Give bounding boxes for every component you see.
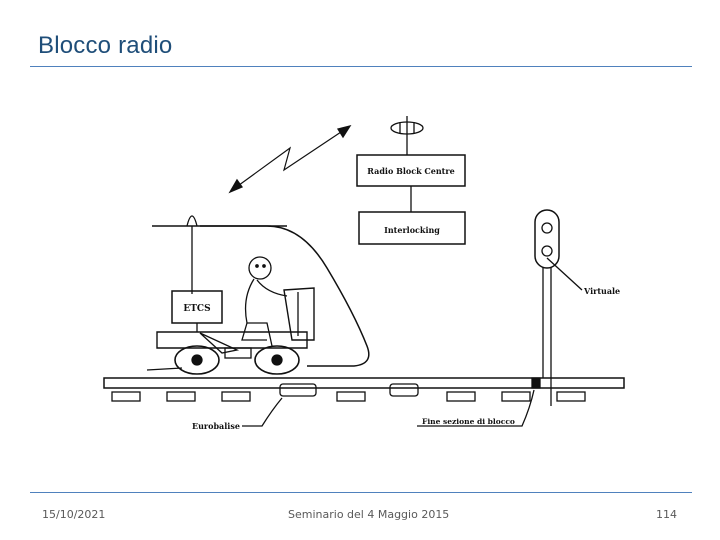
interlocking-box: Interlocking <box>358 211 466 245</box>
control-desk <box>283 287 315 341</box>
rbc-box: Radio Block Centre <box>356 154 466 187</box>
fine-sezione-label: Fine sezione di blocco <box>422 417 515 426</box>
etcs-box: ETCS <box>171 290 223 324</box>
rbc-antenna-icon <box>390 116 424 155</box>
footer-date: 15/10/2021 <box>42 508 106 521</box>
title-divider <box>30 66 692 67</box>
interlocking-label: Interlocking <box>384 225 440 235</box>
footer-divider <box>30 492 692 493</box>
slide-title: Blocco radio <box>38 32 173 59</box>
footer-center-text: Seminario del 4 Maggio 2015 <box>288 508 450 521</box>
pantograph-icon <box>152 215 287 294</box>
cab-outline <box>200 225 370 367</box>
rbc-label: Radio Block Centre <box>367 166 454 176</box>
virtuale-label: Virtuale <box>583 286 620 296</box>
eurobalise-callout: Eurobalise <box>192 397 283 431</box>
eurobalise-label: Eurobalise <box>192 421 240 431</box>
radio-block-diagram: Radio Block Centre Interlocking ETCS <box>92 108 632 443</box>
signal-icon: Virtuale <box>534 209 620 406</box>
driver-figure <box>241 256 288 347</box>
train-wheels <box>174 345 300 375</box>
etcs-label: ETCS <box>183 304 210 314</box>
footer-page-number: 114 <box>656 508 677 521</box>
fine-sezione-callout: Fine sezione di blocco <box>417 389 535 427</box>
radio-link-icon <box>228 124 352 194</box>
rail-track <box>103 377 625 402</box>
